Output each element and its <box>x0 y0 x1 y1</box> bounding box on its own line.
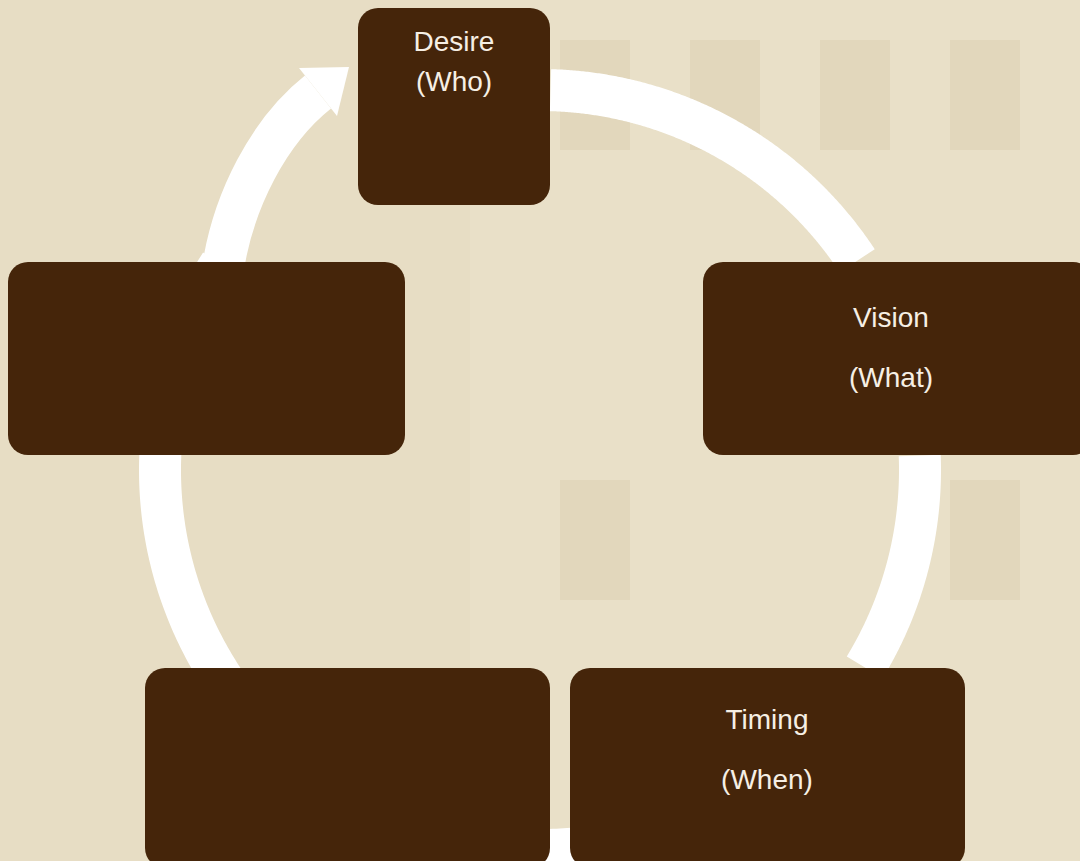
building-window <box>950 40 1020 150</box>
cycle-box: Desire (Who) <box>358 8 550 205</box>
cycle-connector <box>551 90 858 261</box>
box-label: Vision (What) <box>821 288 961 408</box>
cycle-box: Timing (When) <box>570 668 965 861</box>
empty-box <box>8 262 405 455</box>
box-label: Desire (Who) <box>384 22 524 102</box>
empty-box <box>145 668 550 861</box>
box-label: Timing (When) <box>697 690 837 810</box>
cycle-arrowhead <box>299 67 349 116</box>
cycle-ring <box>222 92 318 275</box>
building-window <box>950 480 1020 600</box>
cycle-connector <box>865 456 920 668</box>
building-window <box>560 480 630 600</box>
cycle-box: Vision (What) <box>703 262 1080 455</box>
building-window <box>820 40 890 150</box>
